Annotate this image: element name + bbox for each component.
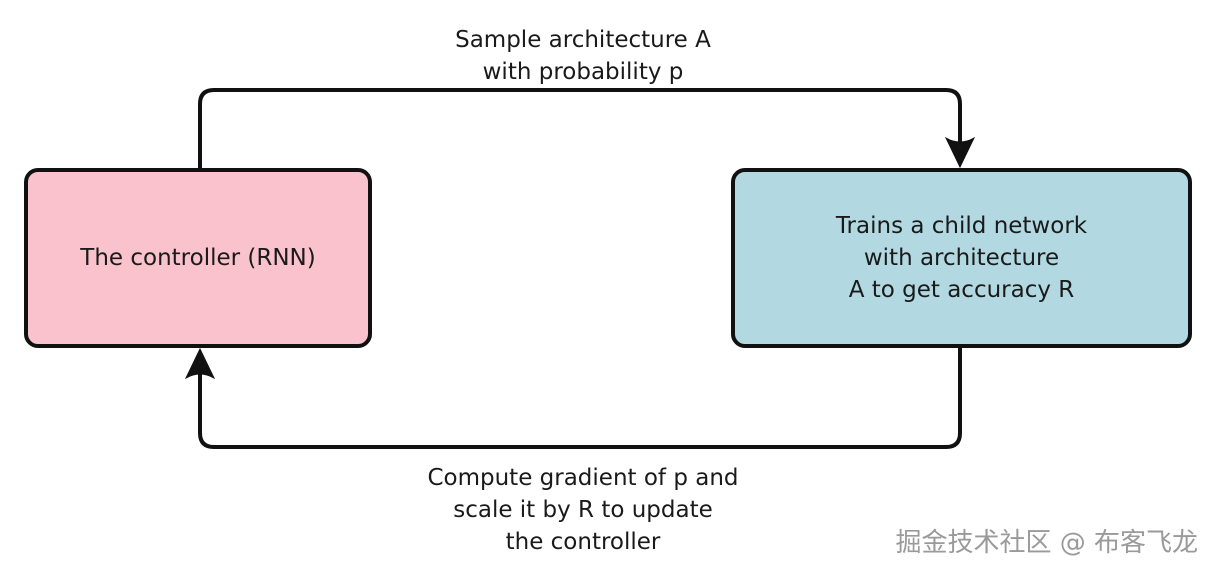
bottom-edge-label-line2: scale it by R to update [453, 497, 713, 523]
child-network-label-line2: with architecture [863, 245, 1060, 271]
top-arrow-line [198, 88, 962, 170]
child-network-label-line3: A to get accuracy R [848, 277, 1075, 303]
bottom-arrow-line [198, 346, 962, 449]
top-edge-label-line1: Sample architecture A [455, 27, 711, 53]
watermark-text: 掘金技术社区 @ 布客飞龙 [895, 528, 1198, 558]
bottom-arrowhead-icon [184, 347, 216, 380]
controller-node-label: The controller (RNN) [80, 245, 316, 271]
bottom-edge-label-line3: the controller [505, 529, 661, 555]
top-edge-label: Sample architecture A with probability p [383, 24, 783, 88]
bottom-edge-label-line1: Compute gradient of p and [427, 465, 739, 491]
bottom-edge-label: Compute gradient of p and scale it by R … [373, 462, 793, 558]
controller-node: The controller (RNN) [24, 168, 372, 348]
child-network-node-label: Trains a child network with architecture… [836, 210, 1087, 306]
child-network-label-line1: Trains a child network [835, 213, 1088, 239]
child-network-node: Trains a child network with architecture… [731, 168, 1192, 348]
top-edge-label-line2: with probability p [482, 59, 684, 85]
top-arrowhead-icon [944, 136, 976, 169]
